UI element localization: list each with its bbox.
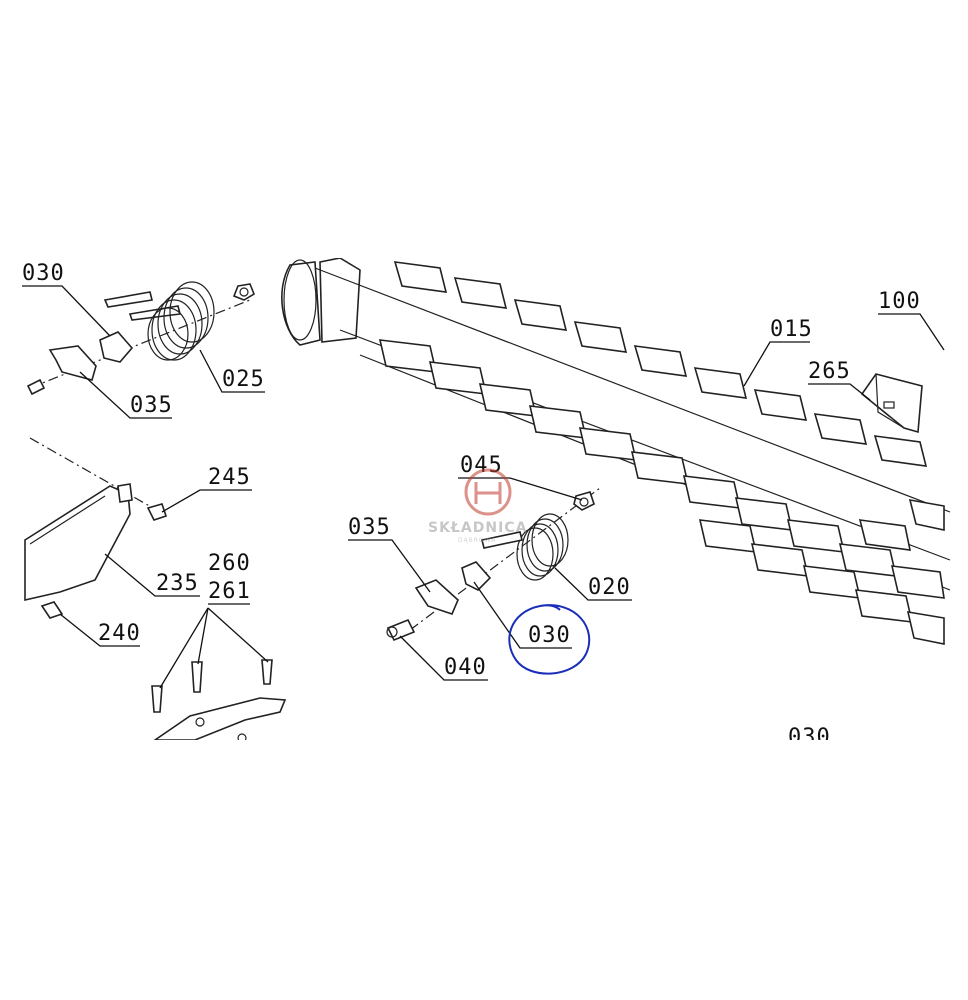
rotor-015 bbox=[314, 261, 951, 645]
finger-row-1 bbox=[393, 261, 928, 467]
leader-lines bbox=[22, 285, 945, 689]
finger-265 bbox=[860, 373, 923, 434]
callout-035-left: 035 bbox=[130, 393, 173, 418]
finger-row-3 bbox=[698, 498, 945, 645]
highlight-circle bbox=[508, 604, 591, 675]
watermark-text: SKŁADNICA bbox=[428, 520, 527, 536]
callout-labels: 030 025 035 245 235 240 260 261 045 035 … bbox=[22, 261, 921, 750]
callout-040: 040 bbox=[444, 655, 487, 680]
spring-assembly-025 bbox=[26, 281, 255, 396]
bolts-260-261 bbox=[151, 659, 287, 743]
spring-assembly-020 bbox=[386, 487, 601, 642]
watermark-logo-mark bbox=[474, 482, 502, 504]
callout-030-circled: 030 bbox=[528, 623, 571, 648]
callout-235: 235 bbox=[156, 571, 199, 596]
crop-mask-top bbox=[0, 0, 968, 258]
callout-240: 240 bbox=[98, 621, 141, 646]
callout-015: 015 bbox=[770, 317, 813, 342]
callout-035-mid: 035 bbox=[348, 515, 391, 540]
watermark-logo-icon bbox=[464, 468, 512, 516]
callout-100: 100 bbox=[878, 289, 921, 314]
callout-265: 265 bbox=[808, 359, 851, 384]
watermark-subtext: DĄBROWA bbox=[458, 537, 496, 544]
guard-235 bbox=[24, 437, 168, 619]
crop-mask-bottom bbox=[0, 740, 968, 1000]
watermark: SKŁADNICA DĄBROWA bbox=[428, 468, 527, 544]
callout-025: 025 bbox=[222, 367, 265, 392]
callout-260: 260 bbox=[208, 551, 251, 576]
finger-row-2 bbox=[378, 339, 945, 599]
callout-245: 245 bbox=[208, 465, 251, 490]
callout-261: 261 bbox=[208, 579, 251, 604]
callout-045: 045 bbox=[460, 453, 503, 478]
drum-end-plate bbox=[281, 257, 361, 346]
callout-020: 020 bbox=[588, 575, 631, 600]
callout-030-top: 030 bbox=[22, 261, 65, 286]
